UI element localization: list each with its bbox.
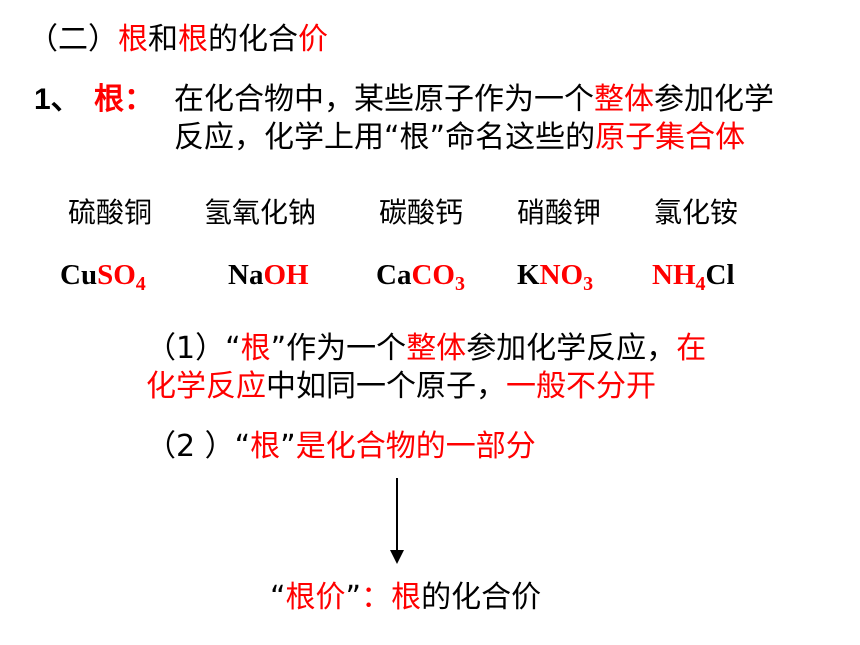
heading-gen2: 根 — [178, 22, 208, 57]
formula-subscript: 3 — [583, 273, 594, 295]
compound-name-naoh: 氢氧化钠 — [204, 196, 317, 229]
point-2: （2 ）“根”是化合物的一部分 — [146, 429, 536, 465]
formula-part: K — [517, 259, 540, 291]
point-text: ” — [280, 429, 296, 464]
formula-part: Cl — [705, 259, 735, 291]
point-highlight: 一般不分开 — [506, 369, 656, 404]
conclusion-highlight: 根价 — [285, 580, 346, 615]
formula-radical: OH — [263, 259, 309, 291]
point-1-line-2: 化学反应中如同一个原子，一般不分开 — [146, 369, 656, 405]
conclusion-text: ” — [345, 580, 362, 615]
conclusion: “根价”：根的化合价 — [270, 580, 541, 616]
formula-part: Na — [228, 259, 264, 291]
heading-jia: 价 — [298, 22, 328, 57]
compound-name-kno3: 硝酸钾 — [517, 196, 602, 229]
point-text: （1）“ — [146, 331, 241, 366]
formula-cuso4: CuSO4 — [60, 258, 146, 295]
conclusion-text: “ — [270, 580, 286, 615]
heading-de: 的化合 — [208, 22, 298, 57]
formula-radical: NO — [539, 259, 584, 291]
definition-text: 反应，化学上用“根”命名这些的 — [174, 120, 596, 155]
conclusion-highlight: ： — [361, 580, 392, 615]
point-highlight: 是化合物的一部分 — [295, 429, 536, 464]
point-text: （2 ）“ — [146, 429, 251, 464]
definition-line-1: 在化合物中，某些原子作为一个整体参加化学 — [174, 82, 774, 118]
formula-part: Ca — [376, 259, 412, 291]
point-highlight: 整体 — [406, 331, 467, 366]
compound-name-nh4cl: 氯化铵 — [654, 196, 739, 229]
point-text: ”作为一个 — [270, 331, 407, 366]
compound-name-caco3: 碳酸钙 — [379, 196, 464, 229]
conclusion-highlight: 根 — [391, 580, 422, 615]
definition-line-2: 反应，化学上用“根”命名这些的原子集合体 — [174, 120, 745, 156]
formula-subscript: 4 — [135, 273, 146, 295]
point-highlight: 在 — [676, 331, 707, 366]
compound-name-cuso4: 硫酸铜 — [68, 196, 153, 229]
point-text: 中如同一个原子， — [266, 369, 506, 404]
down-arrow-head-icon — [390, 550, 404, 564]
heading-he: 和 — [148, 22, 178, 57]
heading-gen1: 根 — [118, 22, 148, 57]
point-highlight: 化学反应 — [146, 369, 266, 404]
formula-kno3: KNO3 — [517, 258, 594, 295]
formula-caco3: CaCO3 — [376, 258, 465, 295]
formula-radical: CO — [411, 259, 455, 291]
formula-subscript: 3 — [454, 273, 465, 295]
point-text: 参加化学反应， — [466, 331, 677, 366]
formula-subscript: 4 — [695, 273, 706, 295]
formula-naoh: NaOH — [228, 258, 309, 292]
definition-text: 在化合物中，某些原子作为一个 — [174, 82, 594, 117]
point-highlight: 根 — [240, 331, 271, 366]
point-highlight: 根 — [250, 429, 281, 464]
definition-highlight-atom-group: 原子集合体 — [595, 120, 746, 155]
definition-text: 参加化学 — [654, 82, 774, 117]
formula-radical: SO — [97, 259, 136, 291]
conclusion-text: 的化合价 — [421, 580, 542, 615]
formula-nh4cl: NH4Cl — [652, 258, 735, 295]
point-1-line-1: （1）“根”作为一个整体参加化学反应，在 — [146, 331, 706, 367]
definition-term: 根： — [94, 83, 154, 116]
down-arrow-icon — [396, 478, 398, 556]
definition-highlight-whole: 整体 — [594, 82, 654, 117]
heading-open: （二） — [28, 22, 118, 57]
formula-radical: NH — [652, 259, 696, 291]
formula-part: Cu — [60, 259, 98, 291]
definition-number: 1、 — [34, 83, 81, 116]
section-heading: （二）根和根的化合价 — [28, 22, 328, 58]
